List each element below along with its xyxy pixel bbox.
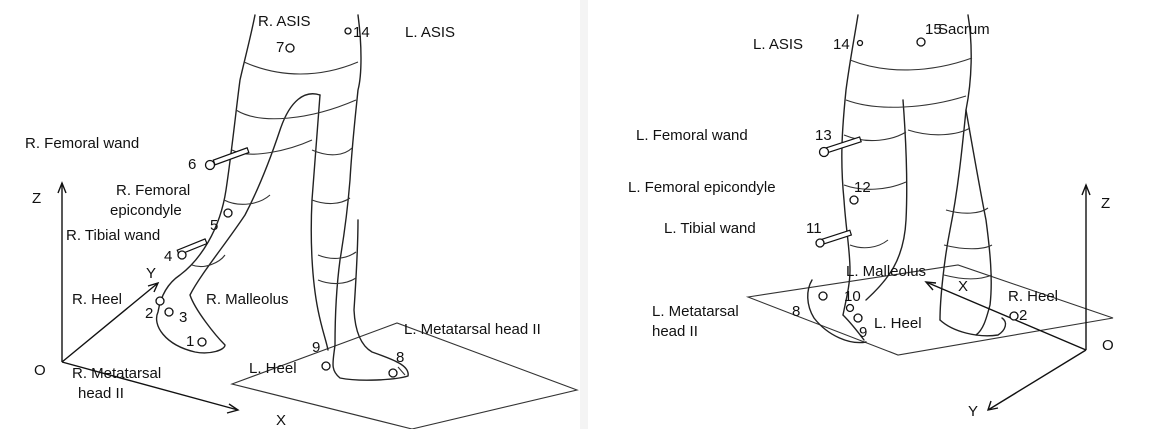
axis-y-label: Y	[968, 403, 978, 420]
label-r-femoral-epicondyle-line1: R. Femoral	[116, 182, 190, 199]
marker-8	[389, 369, 397, 377]
marker-10	[819, 292, 827, 300]
label-sacrum: Sacrum	[938, 21, 990, 38]
marker-2	[165, 308, 173, 316]
y-axis	[988, 350, 1086, 410]
marker-12	[850, 196, 858, 204]
label-r-asis: R. ASIS	[258, 13, 311, 30]
marker-9	[854, 314, 862, 322]
marker-8-number: 8	[792, 303, 800, 320]
label-l-malleolus: L. Malleolus	[846, 263, 926, 280]
leg-figure	[157, 15, 409, 380]
marker-13-number: 13	[815, 127, 832, 144]
axis-origin-label: O	[1102, 337, 1114, 354]
force-plate	[748, 265, 1113, 355]
marker-15	[917, 38, 925, 46]
marker-9-number: 9	[859, 324, 867, 341]
axis-origin-label: O	[34, 362, 46, 379]
marker-10-number: 10	[844, 288, 861, 305]
markers	[156, 28, 397, 377]
label-l-asis: L. ASIS	[753, 36, 803, 53]
marker-2-number: 2	[1019, 307, 1027, 324]
axis-z-label: Z	[32, 190, 41, 207]
label-r-femoral-epicondyle-line2: epicondyle	[110, 202, 182, 219]
left-view-panel: Z Y X O 14 7 6 5 4 2 3 1 9 8 R. ASIS L. …	[0, 0, 580, 429]
label-l-heel: L. Heel	[249, 360, 297, 377]
marker-11	[816, 239, 824, 247]
marker-3-number: 3	[179, 309, 187, 326]
marker-14	[345, 28, 351, 34]
marker-2-number: 2	[145, 305, 153, 322]
right-view-diagram: Z X Y O 15 14 13 12 11 10 8 9 2 L. ASIS …	[588, 0, 1168, 429]
marker-14	[858, 41, 863, 46]
axis-x-label: X	[276, 412, 286, 429]
marker-11-number: 11	[806, 220, 822, 237]
marker-8-number: 8	[396, 349, 404, 366]
marker-heel-r	[156, 297, 164, 305]
label-r-metatarsal-line1: R. Metatarsal	[72, 365, 161, 382]
label-l-tibial-wand: L. Tibial wand	[664, 220, 756, 237]
marker-5	[224, 209, 232, 217]
label-l-heel: L. Heel	[874, 315, 922, 332]
marker-7-number: 7	[276, 39, 284, 56]
label-l-femoral-wand: L. Femoral wand	[636, 127, 748, 144]
leg-figure	[808, 15, 1006, 343]
marker-13	[820, 148, 829, 157]
axis-z-label: Z	[1101, 195, 1110, 212]
marker-9	[322, 362, 330, 370]
marker-1-number: 1	[186, 333, 194, 350]
x-axis	[926, 282, 1086, 350]
label-l-metatarsal-line2: head II	[652, 323, 698, 340]
marker-14-number: 14	[833, 36, 850, 53]
marker-1	[198, 338, 206, 346]
axis-y-label: Y	[146, 265, 156, 282]
left-view-diagram: Z Y X O 14 7 6 5 4 2 3 1 9 8 R. ASIS L. …	[0, 0, 580, 429]
marker-12-number: 12	[854, 179, 871, 196]
label-l-femoral-epicondyle: L. Femoral epicondyle	[628, 179, 776, 196]
marker-7	[286, 44, 294, 52]
label-r-tibial-wand: R. Tibial wand	[66, 227, 160, 244]
marker-14-number: 14	[353, 24, 370, 41]
marker-8	[847, 305, 854, 312]
marker-5-number: 5	[210, 217, 218, 234]
marker-6	[206, 161, 215, 170]
marker-9-number: 9	[312, 339, 320, 356]
label-r-heel: R. Heel	[1008, 288, 1058, 305]
label-r-heel: R. Heel	[72, 291, 122, 308]
label-r-metatarsal-line2: head II	[78, 385, 124, 402]
marker-4-number: 4	[164, 248, 172, 265]
label-l-metatarsal-line1: L. Metatarsal	[652, 303, 739, 320]
axis-x-label: X	[958, 278, 968, 295]
marker-2	[1010, 312, 1018, 320]
label-l-asis: L. ASIS	[405, 24, 455, 41]
label-l-metatarsal: L. Metatarsal head II	[404, 321, 541, 338]
marker-6-number: 6	[188, 156, 196, 173]
right-view-panel: Z X Y O 15 14 13 12 11 10 8 9 2 L. ASIS …	[588, 0, 1168, 429]
marker-4	[178, 251, 186, 259]
label-r-femoral-wand: R. Femoral wand	[25, 135, 139, 152]
label-r-malleolus: R. Malleolus	[206, 291, 289, 308]
